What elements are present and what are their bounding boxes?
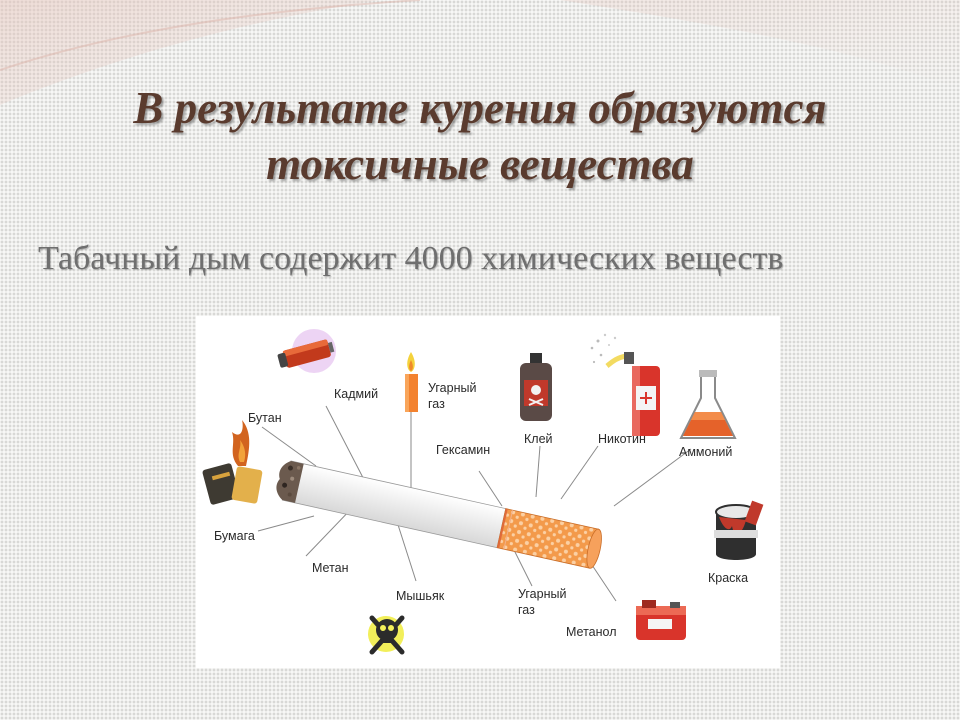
label-ammoniy: Аммоний bbox=[679, 445, 732, 459]
fuel-canister-icon bbox=[636, 600, 686, 640]
label-geksamin: Гексамин bbox=[436, 443, 490, 457]
cigarette-icon bbox=[276, 460, 602, 569]
slide-title-line-1: В результате курения образуются bbox=[133, 83, 827, 133]
slide-subtitle: Табачный дым содержит 4000 химических ве… bbox=[38, 240, 784, 277]
label-ugarny-gaz-bottom-line2: газ bbox=[518, 603, 535, 617]
flask-icon bbox=[679, 370, 737, 439]
label-ugarny-gaz-bottom-line1: Угарный bbox=[518, 587, 566, 601]
slide-title-line-2: токсичные вещества bbox=[266, 139, 694, 189]
label-ugarny-gaz-top-line1: Угарный bbox=[428, 381, 476, 395]
label-metan: Метан bbox=[312, 561, 349, 575]
lighter-fire-icon bbox=[202, 420, 263, 505]
label-butan: Бутан bbox=[248, 411, 282, 425]
label-myshyak: Мышьяк bbox=[396, 589, 445, 603]
label-metanol: Метанол bbox=[566, 625, 617, 639]
cigarette-diagram: Бутан Кадмий Угарный газ Гексамин Клей Н… bbox=[196, 316, 780, 668]
label-kley: Клей bbox=[524, 432, 553, 446]
paint-bucket-icon bbox=[714, 500, 764, 560]
skull-crossbones-icon bbox=[368, 615, 405, 655]
battery-icon bbox=[277, 329, 336, 373]
label-kraska: Краска bbox=[708, 571, 748, 585]
label-nikotin: Никотин bbox=[598, 432, 646, 446]
label-bumaga: Бумага bbox=[214, 529, 255, 543]
label-kadmiy: Кадмий bbox=[334, 387, 378, 401]
label-ugarny-gaz-top-line2: газ bbox=[428, 397, 445, 411]
candle-icon bbox=[405, 352, 418, 412]
poison-bottle-icon bbox=[520, 353, 552, 421]
spray-can-icon bbox=[590, 333, 660, 436]
